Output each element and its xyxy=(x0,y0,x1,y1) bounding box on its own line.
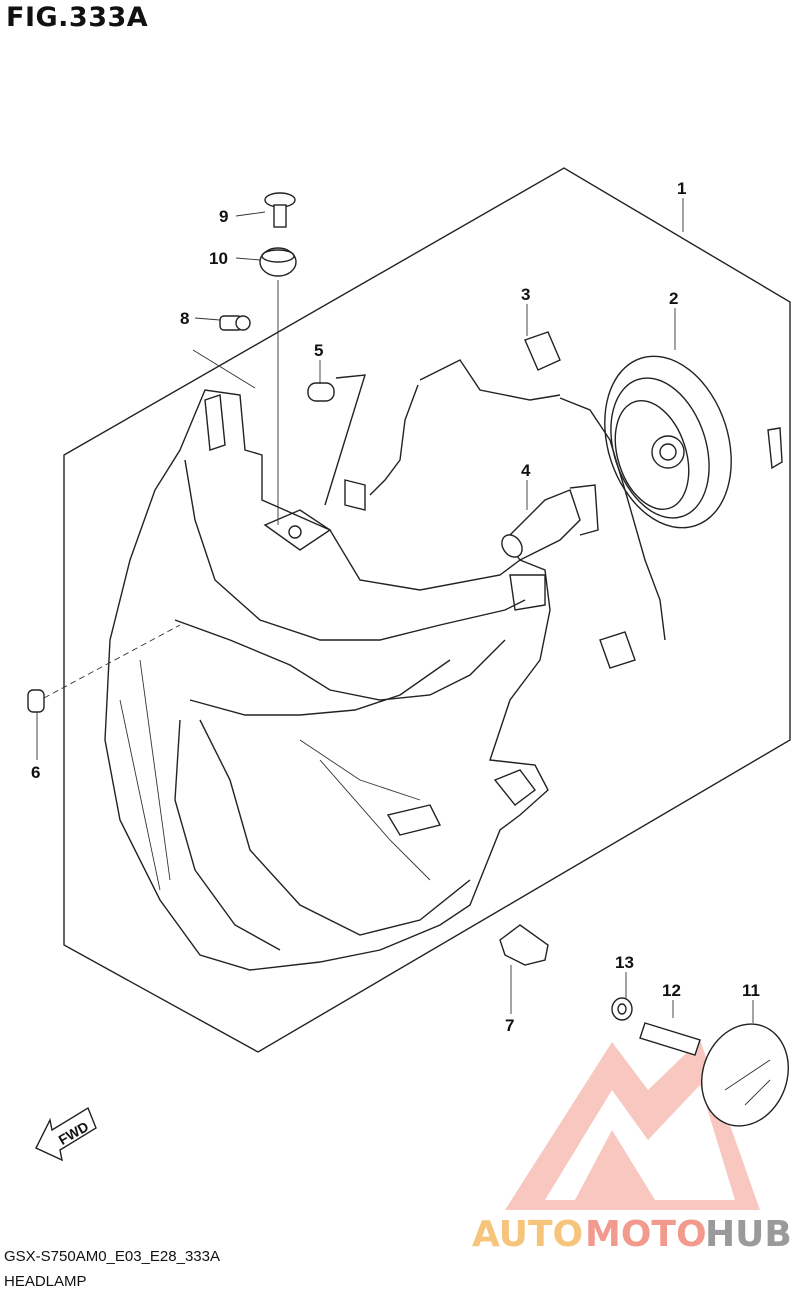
callout-5: 5 xyxy=(314,341,323,360)
callout-11: 11 xyxy=(742,981,760,1000)
wire-harness xyxy=(344,331,666,669)
watermark-moto: MOTO xyxy=(585,1214,707,1255)
screw-9 xyxy=(264,192,296,228)
screw xyxy=(219,315,251,331)
callout-12: 12 xyxy=(662,981,681,1000)
bulb-cover xyxy=(604,355,783,529)
callout-7: 7 xyxy=(505,1016,514,1035)
assembly-outline xyxy=(63,167,791,1053)
cap xyxy=(701,1023,789,1127)
model-code: GSX-S750AM0_E03_E28_333A xyxy=(4,1248,220,1265)
callout-6: 6 xyxy=(31,763,40,782)
pin xyxy=(639,1022,701,1056)
figure-title: FIG.333A xyxy=(6,2,149,33)
callout-9: 9 xyxy=(219,207,228,226)
cushion xyxy=(259,247,297,525)
watermark-logo xyxy=(505,1040,760,1210)
watermark-auto: AUTO xyxy=(472,1214,583,1255)
watermark-hub: HUB xyxy=(705,1214,792,1255)
bulb-socket xyxy=(499,924,549,966)
section-name: HEADLAMP xyxy=(4,1273,87,1290)
fwd-direction-badge: FWD xyxy=(35,1106,97,1162)
grommet xyxy=(27,624,181,713)
washer xyxy=(611,997,633,1021)
callout-4: 4 xyxy=(521,461,531,480)
callout-8: 8 xyxy=(180,309,189,328)
callout-3: 3 xyxy=(521,285,530,304)
position-bulb xyxy=(307,374,366,506)
leader-lines xyxy=(36,198,754,1023)
callout-10: 10 xyxy=(209,249,228,268)
headlight-bulb xyxy=(501,484,599,561)
watermark-text: AUTO MOTO HUB xyxy=(472,1214,792,1255)
headlamp-housing xyxy=(104,389,551,971)
callout-labels: 1 2 3 4 5 6 7 8 9 10 11 12 13 xyxy=(31,179,760,1035)
callout-13: 13 xyxy=(615,953,634,972)
callout-2: 2 xyxy=(669,289,678,308)
callout-1: 1 xyxy=(677,179,686,198)
